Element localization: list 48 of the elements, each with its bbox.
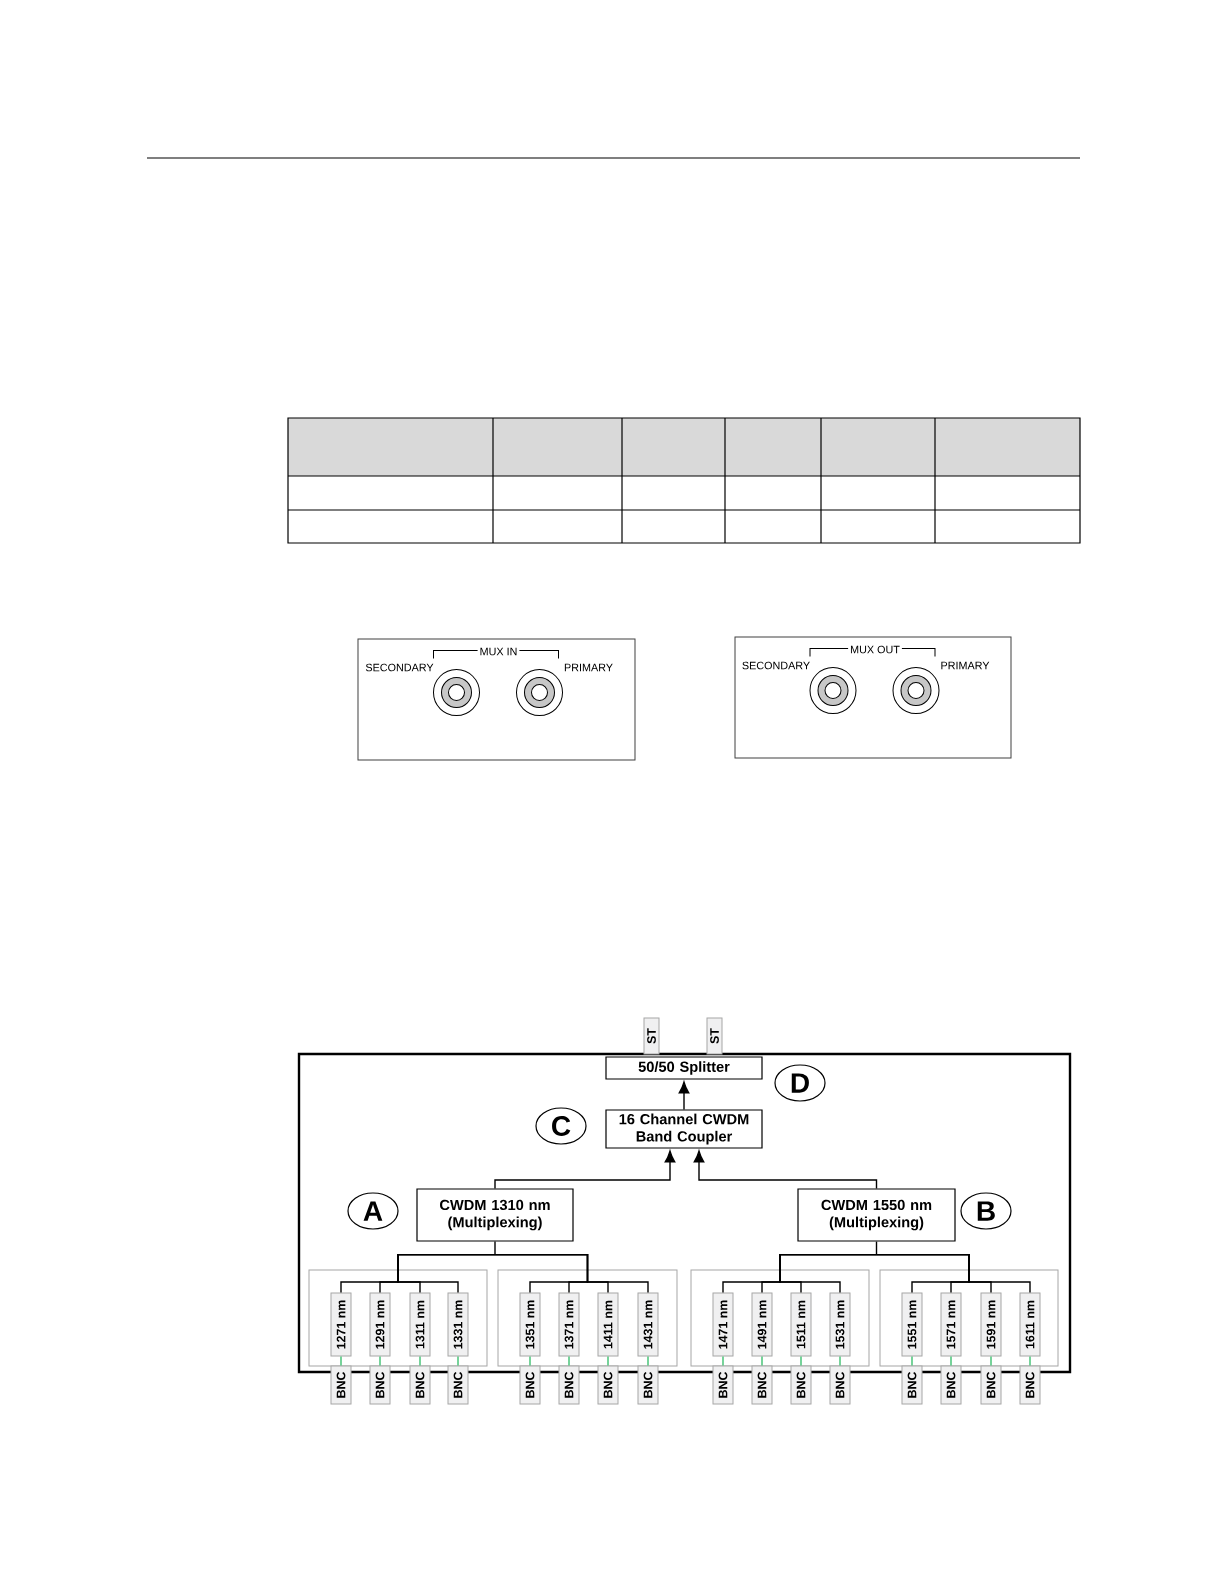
connector-box: BNC [330, 1365, 352, 1405]
channel-box: 1311 nm [409, 1292, 431, 1357]
connector-box: BNC [637, 1365, 659, 1405]
process-box: 50/50 Splitter [605, 1056, 763, 1080]
connector-box: BNC [369, 1365, 391, 1405]
callout-letter: A [347, 1192, 399, 1230]
connector-box: BNC [409, 1365, 431, 1405]
connector-box: BNC [447, 1365, 469, 1405]
callout-letter: B [960, 1192, 1012, 1230]
panel-label: PRIMARY [938, 659, 992, 672]
channel-box: 1411 nm [597, 1292, 619, 1357]
channel-box: 1591 nm [980, 1292, 1002, 1357]
channel-box: 1551 nm [901, 1292, 923, 1357]
panel-label: MUX OUT [848, 643, 902, 656]
connector-box: BNC [597, 1365, 619, 1405]
connector-box: BNC [980, 1365, 1002, 1405]
channel-box: 1431 nm [637, 1292, 659, 1357]
panel-label: PRIMARY [562, 661, 615, 674]
connector-box: BNC [712, 1365, 734, 1405]
process-box: 16 Channel CWDM Band Coupler [605, 1109, 763, 1149]
process-box: CWDM 1310 nm (Multiplexing) [416, 1188, 574, 1242]
connector-box: BNC [790, 1365, 812, 1405]
panel-label: SECONDARY [363, 661, 436, 674]
panel-label: MUX IN [477, 645, 520, 658]
connector-box: ST [706, 1017, 723, 1055]
callout-letter: D [774, 1064, 826, 1102]
channel-box: 1491 nm [751, 1292, 773, 1357]
connector-box: BNC [829, 1365, 851, 1405]
channel-box: 1511 nm [790, 1292, 812, 1357]
connector-box: BNC [940, 1365, 962, 1405]
channel-box: 1351 nm [519, 1292, 541, 1357]
connector-box: BNC [519, 1365, 541, 1405]
process-box: CWDM 1550 nm (Multiplexing) [797, 1188, 956, 1242]
connector-box: BNC [1019, 1365, 1041, 1405]
connector-box: BNC [558, 1365, 580, 1405]
channel-box: 1531 nm [829, 1292, 851, 1357]
channel-box: 1371 nm [558, 1292, 580, 1357]
callout-letter: C [535, 1107, 587, 1145]
channel-box: 1331 nm [447, 1292, 469, 1357]
channel-box: 1271 nm [330, 1292, 352, 1357]
channel-box: 1611 nm [1019, 1292, 1041, 1357]
connector-box: ST [643, 1017, 660, 1055]
channel-box: 1291 nm [369, 1292, 391, 1357]
connector-box: BNC [901, 1365, 923, 1405]
channel-box: 1571 nm [940, 1292, 962, 1357]
connector-box: BNC [751, 1365, 773, 1405]
channel-box: 1471 nm [712, 1292, 734, 1357]
panel-label: SECONDARY [739, 659, 813, 672]
